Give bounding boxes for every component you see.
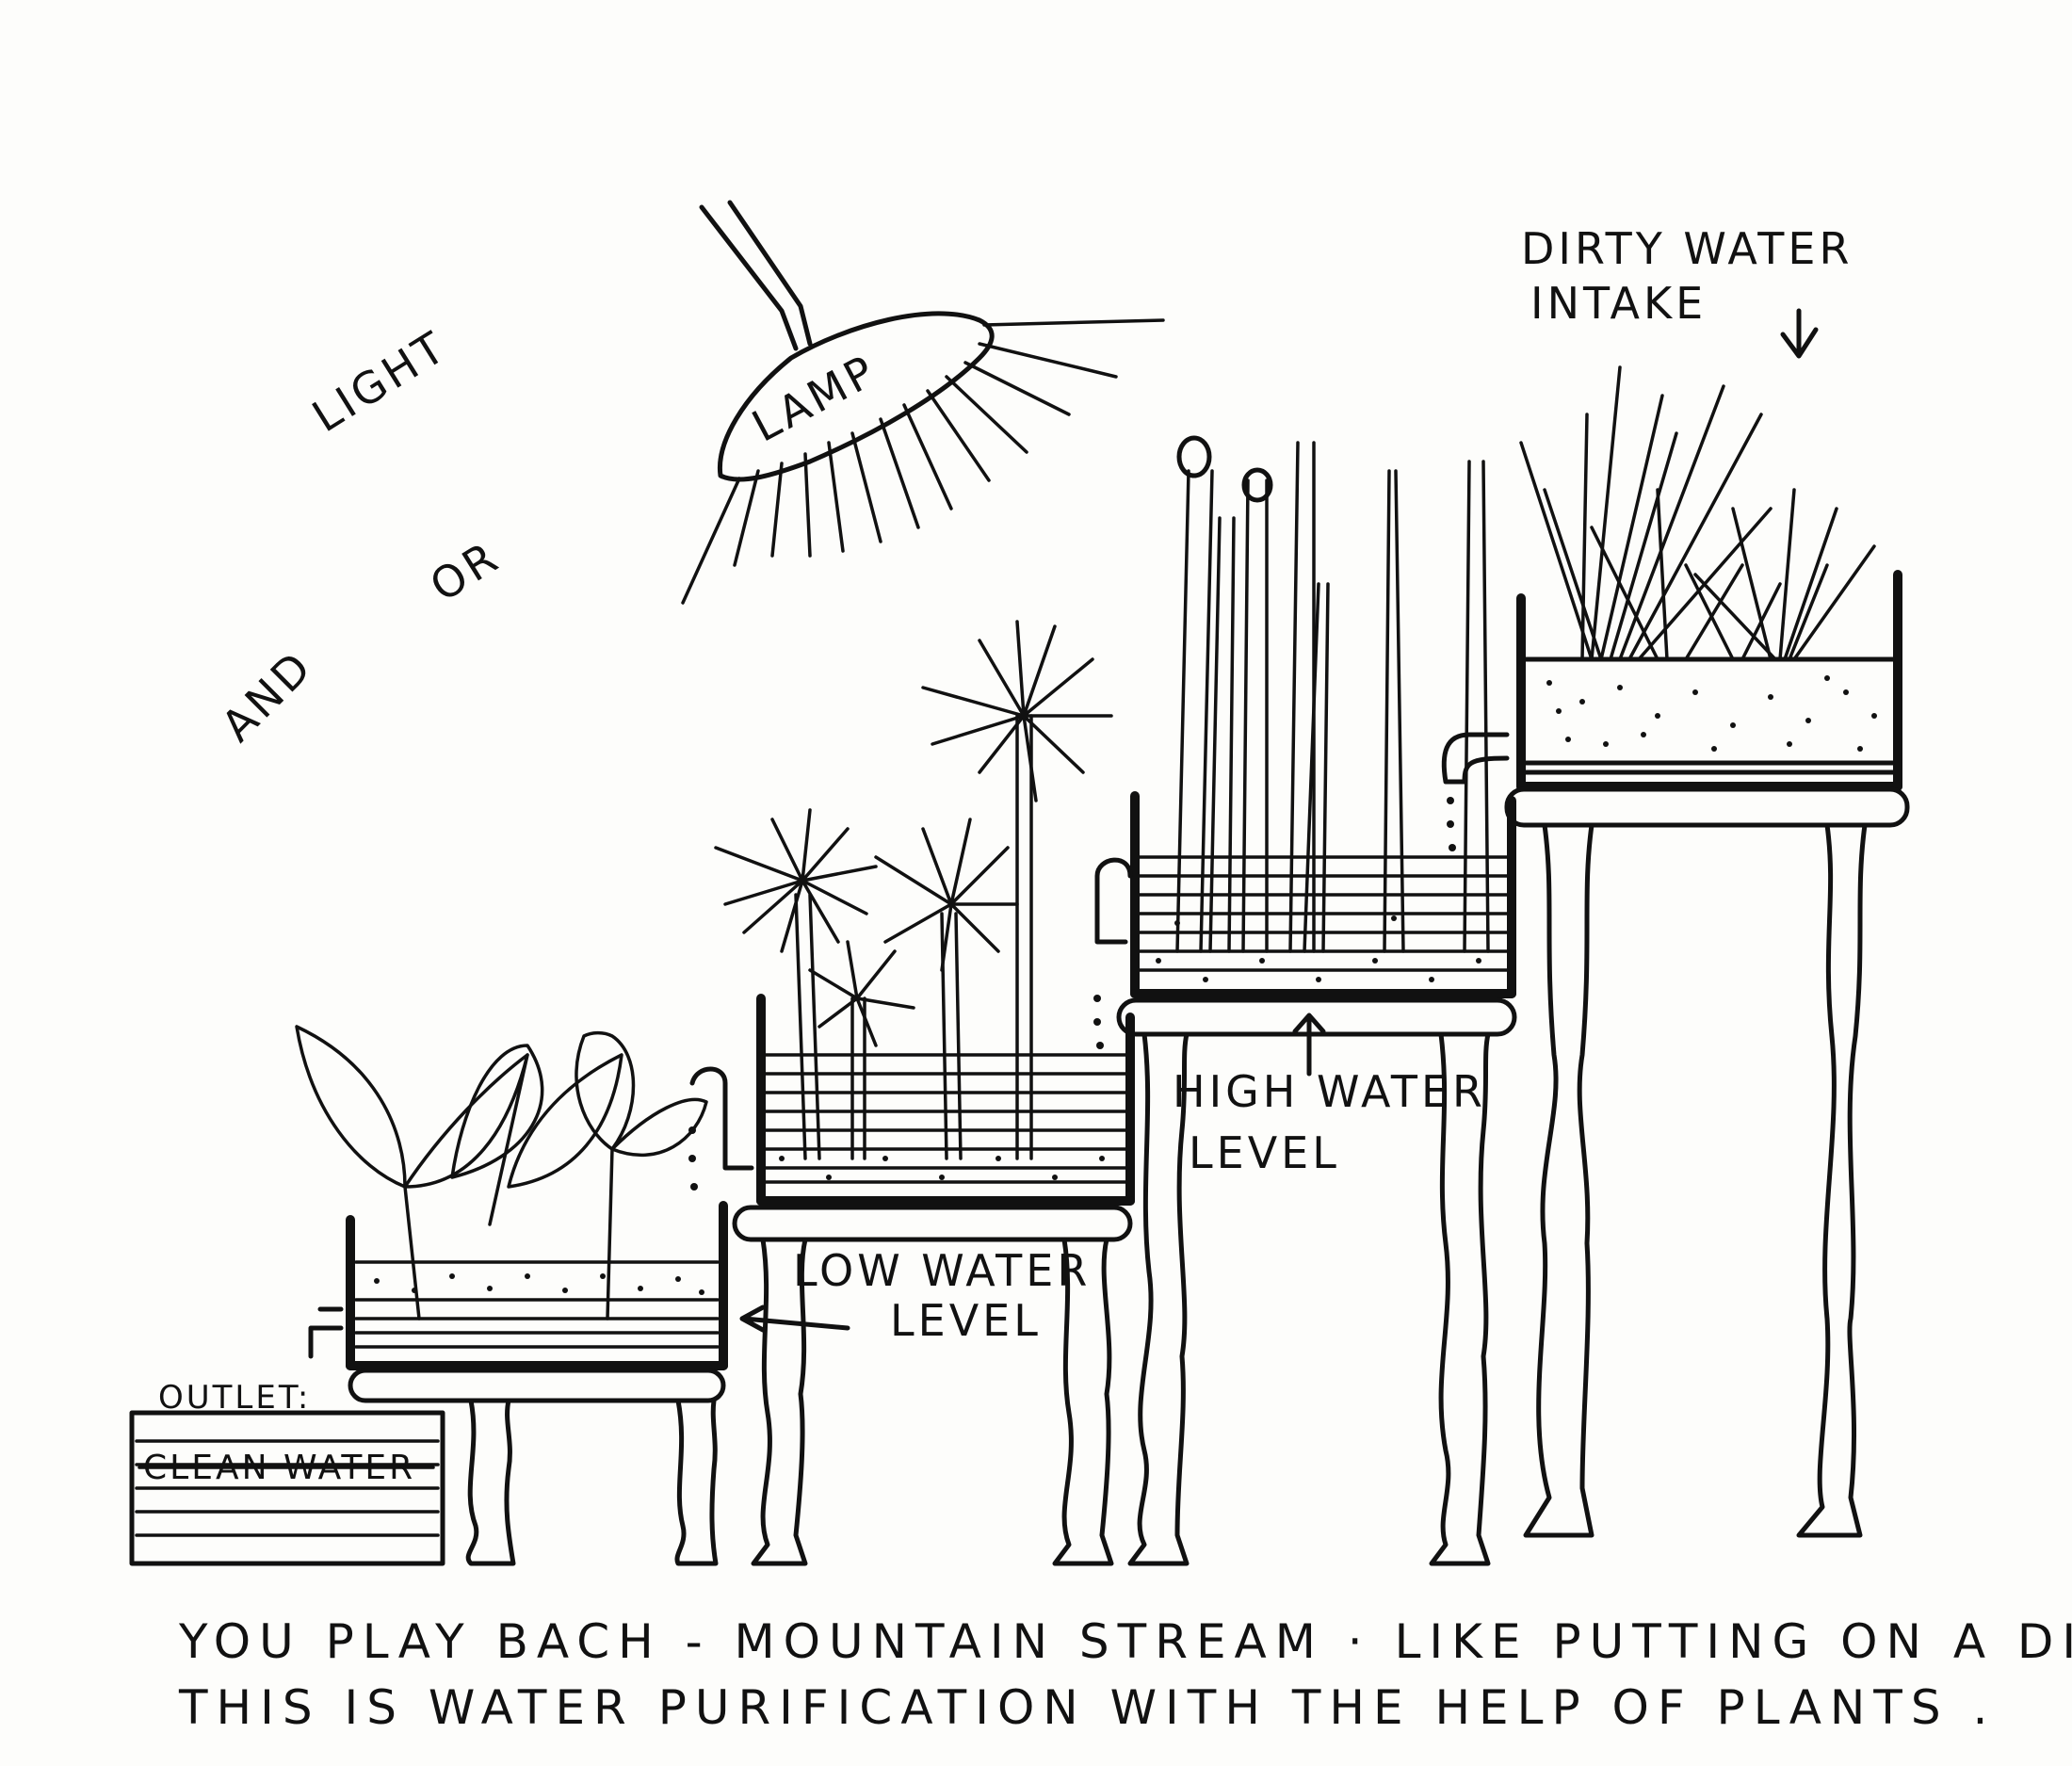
water-drops <box>1447 797 1456 851</box>
caption-line-2: THIS IS WATER PURIFICATION WITH THE HELP… <box>178 1680 1996 1735</box>
papyrus-heads <box>714 620 1113 1047</box>
outlet-tank <box>129 1410 445 1566</box>
label-or: OR <box>421 530 509 611</box>
tank-high-water <box>1094 435 1517 1566</box>
label-and: AND <box>212 640 323 751</box>
label-low-water-level-2: LEVEL <box>890 1295 1042 1346</box>
lamp-cord <box>699 200 813 351</box>
water-drops <box>1093 995 1104 1049</box>
reed-plants <box>1175 441 1490 953</box>
arrow-down-icon <box>1780 308 1819 359</box>
arrow-up-icon <box>1292 1013 1326 1077</box>
water-drops <box>688 1126 698 1191</box>
lamp-rays <box>681 318 1165 605</box>
tank-dirty-intake <box>1441 365 1910 1538</box>
label-outlet: OUTLET: <box>158 1379 311 1417</box>
label-high-water-level-2: LEVEL <box>1189 1127 1340 1178</box>
gravel-dots <box>1546 675 1877 752</box>
grass-plants <box>1519 365 1876 661</box>
label-dirty-water-intake-2: INTAKE <box>1530 278 1707 329</box>
reed-head <box>1176 435 1212 478</box>
lamp-shade <box>717 311 995 482</box>
tank-low-water <box>689 620 1135 1566</box>
tank-lowest <box>295 1025 728 1566</box>
reed-head <box>1241 467 1273 503</box>
label-low-water-level: LOW WATER <box>793 1245 1091 1296</box>
label-dirty-water-intake: DIRTY WATER <box>1521 223 1853 274</box>
label-light: LIGHT <box>303 320 456 442</box>
broadleaf-plants <box>295 1025 708 1320</box>
arrow-left-icon <box>739 1304 850 1333</box>
caption-line-1: YOU PLAY BACH - MOUNTAIN STREAM · LIKE P… <box>178 1614 2072 1669</box>
label-high-water-level: HIGH WATER <box>1173 1066 1486 1117</box>
lamp-illustration <box>681 200 1165 605</box>
